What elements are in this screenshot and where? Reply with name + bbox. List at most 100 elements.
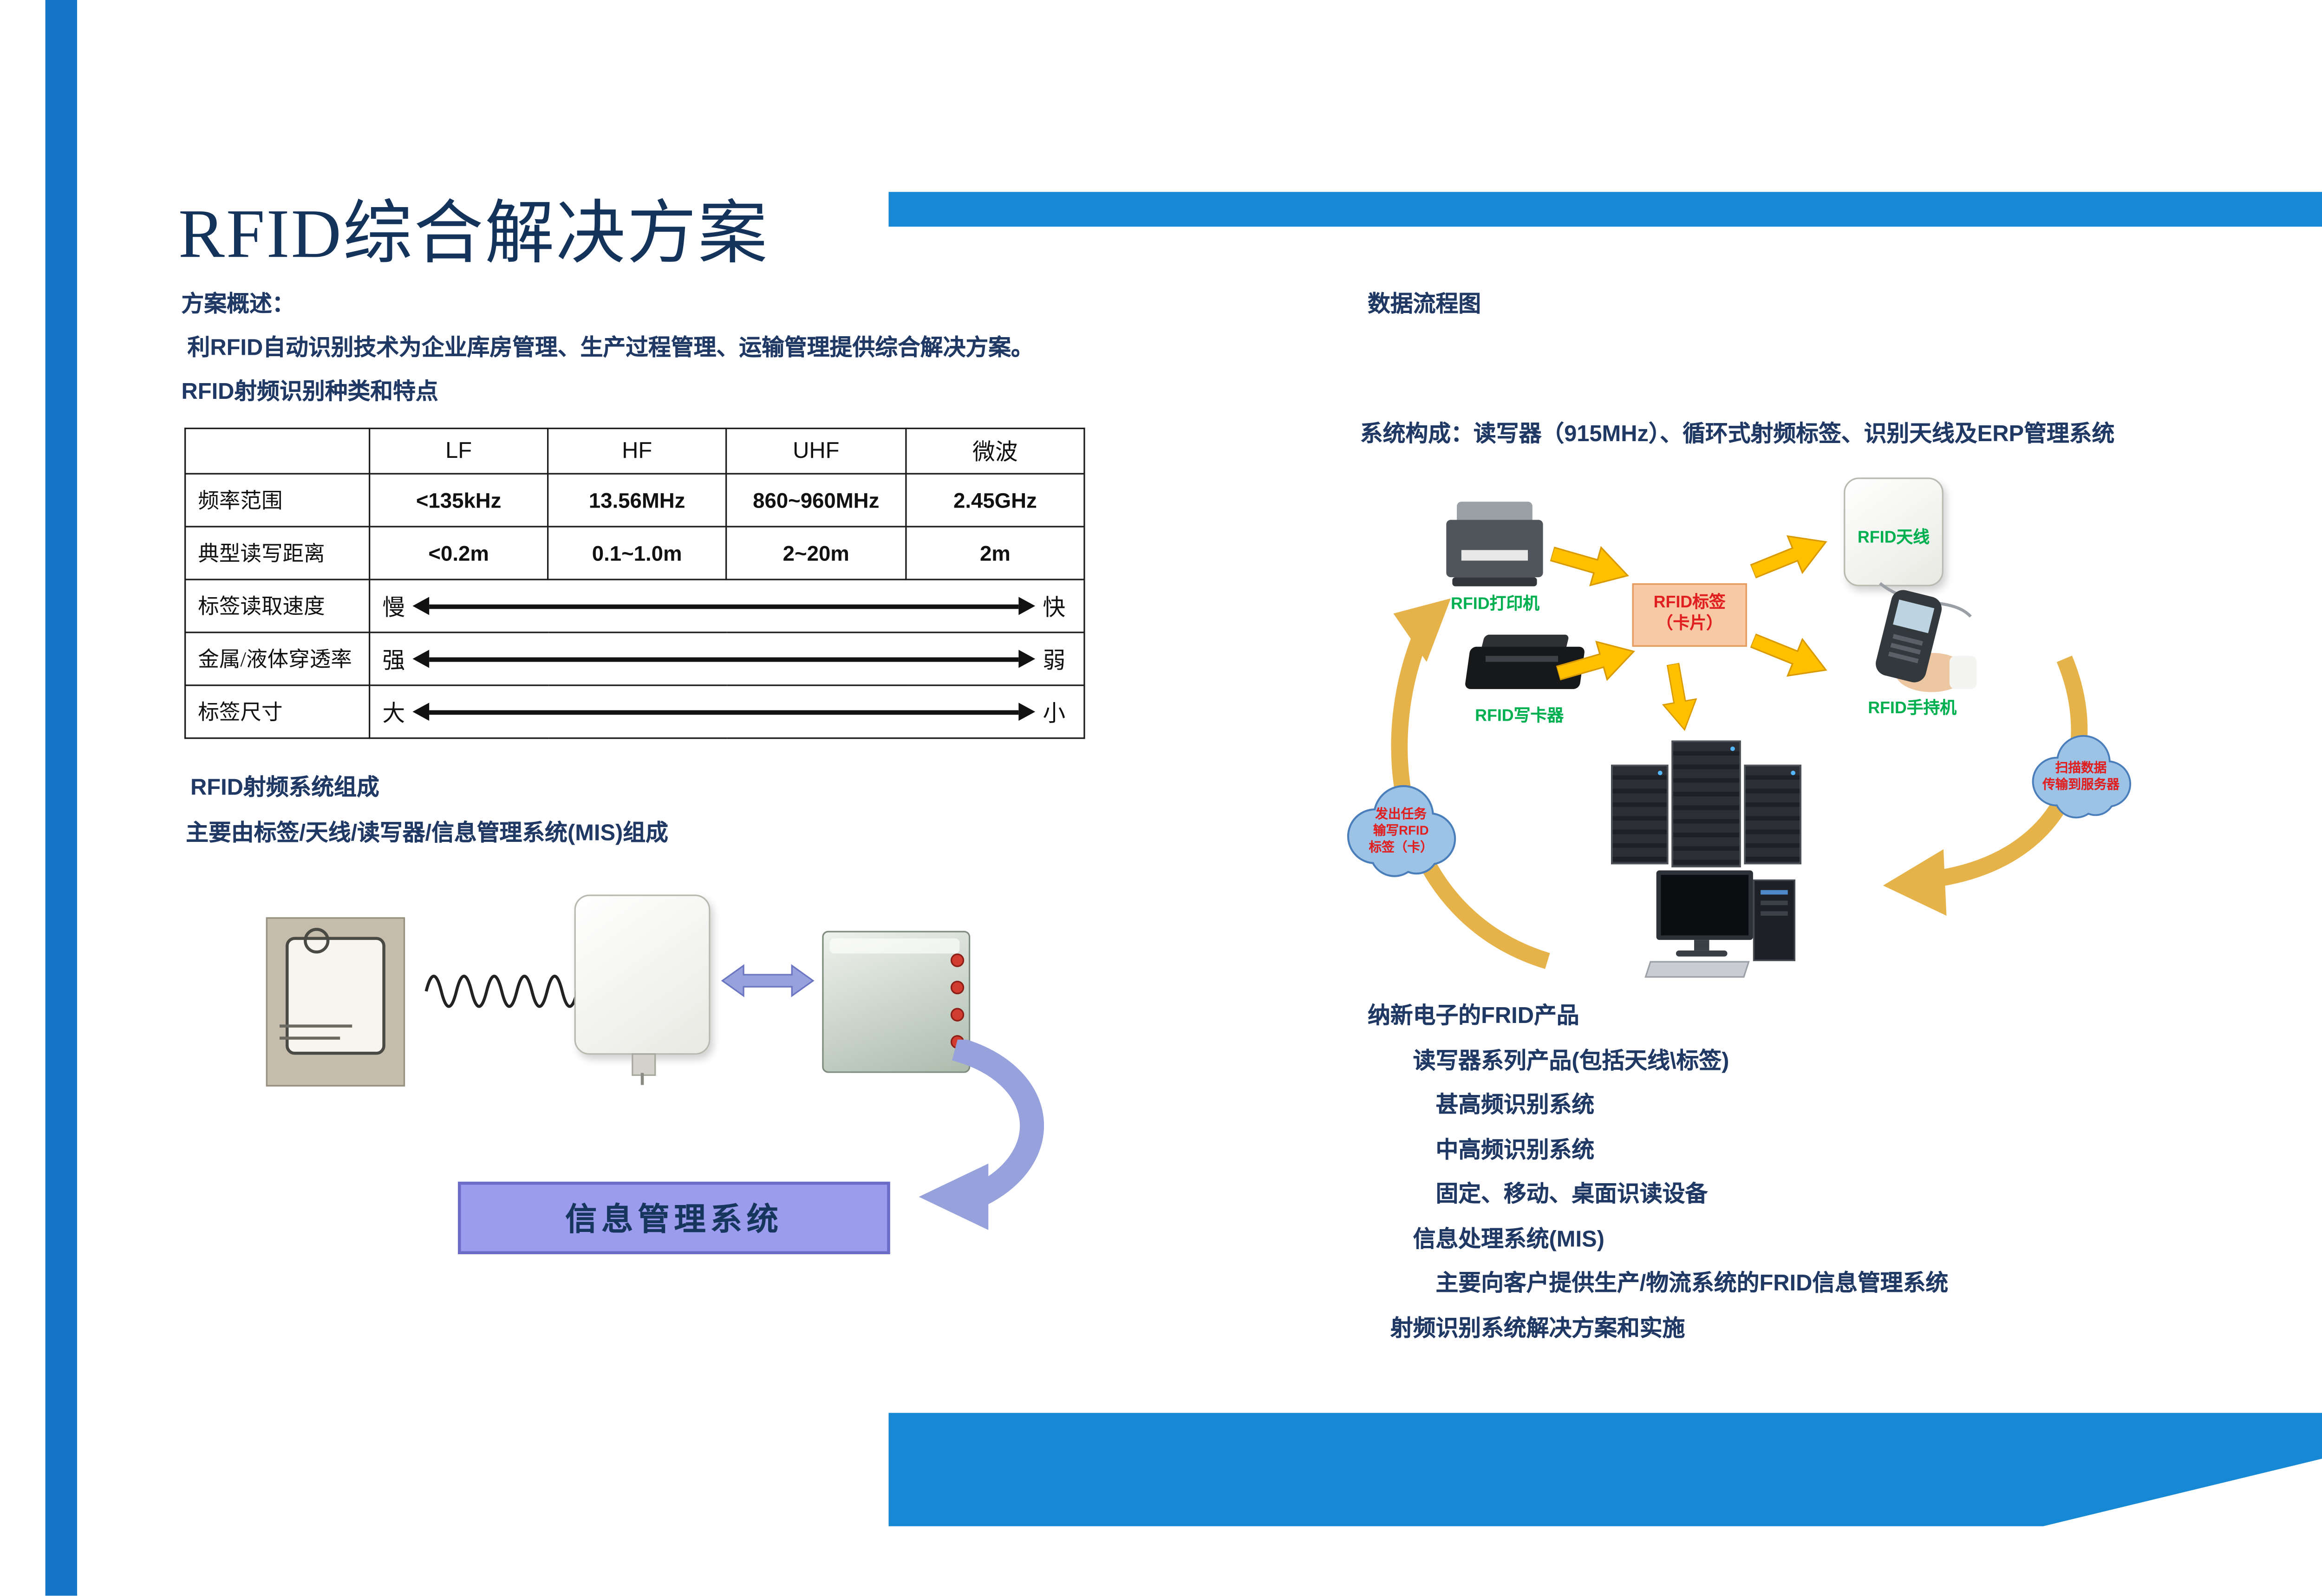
table-row: 标签读取速度 慢 快: [184, 579, 1085, 633]
antenna-port: [950, 1008, 965, 1022]
flow-arrow-tag-to-antenna: [1749, 535, 1827, 579]
tag-box-line2: （卡片）: [1656, 615, 1723, 633]
flow-arrow-writer-to-tag: [1555, 640, 1635, 681]
tag-detail-line: [280, 1024, 352, 1028]
tag-inlay-shape: [286, 937, 385, 1055]
keyboard: [1644, 961, 1750, 978]
row-label: 标签尺寸: [184, 684, 371, 739]
table-cell: 860~960MHz: [725, 473, 907, 528]
table-row: 频率范围 <135kHz 13.56MHz 860~960MHz 2.45GHz: [184, 473, 1085, 528]
flow-arrow-printer-to-tag: [1549, 546, 1629, 586]
table-header-row: LF HF UHF 微波: [184, 427, 1085, 475]
sleeve-shape: [1949, 656, 1977, 689]
printer-paper-slot: [1461, 550, 1528, 561]
table-cell: 2~20m: [725, 526, 907, 580]
table-cell: 大 小: [369, 684, 1085, 739]
cloud-scan-callout: 扫描数据 传输到服务器: [2019, 729, 2143, 825]
mis-box-label: 信息管理系统: [565, 1201, 783, 1238]
page-title: RFID综合解决方案: [178, 195, 769, 272]
server-tower: [1744, 764, 1802, 865]
flow-title: 数据流程图: [1368, 292, 1481, 318]
writer-label: RFID写卡器: [1475, 707, 1564, 726]
table-cell: 0.1~1.0m: [547, 526, 727, 580]
curved-arrow-to-mis: [919, 1039, 1044, 1230]
reader-highlight: [829, 938, 960, 954]
scale-right: 弱: [1043, 647, 1066, 673]
double-arrow-icon: [412, 649, 1035, 667]
cloud-shape: [2032, 735, 2132, 819]
tag-detail-line: [280, 1036, 340, 1040]
flow-arrow-tag-to-server: [1662, 662, 1697, 731]
product-line: 读写器系列产品(包括天线\标签): [1413, 1048, 1729, 1074]
writer-slot: [1485, 656, 1559, 662]
antenna-connector: [640, 1073, 644, 1085]
rfid-printer-device: [1446, 502, 1543, 589]
server-tower: [1611, 764, 1669, 865]
tag-box-line1: RFID标签: [1653, 593, 1726, 612]
scale-left: 强: [382, 647, 405, 673]
table-row: 典型读写距离 <0.2m 0.1~1.0m 2~20m 2m: [184, 526, 1085, 580]
rfid-frequency-table: LF HF UHF 微波 频率范围 <135kHz 13.56MHz 860~9…: [184, 427, 1085, 739]
table-cell: 13.56MHz: [547, 473, 727, 528]
antenna-mount: [632, 1053, 656, 1076]
top-accent-bar: [888, 192, 2322, 227]
rfid-antenna-panel: RFID天线: [1844, 477, 1944, 586]
workstation-computer: [1644, 870, 1756, 978]
cloud-left-text: 发出任务 输写RFID 标签（卡）: [1369, 806, 1433, 855]
left-right-arrow-icon: [721, 964, 815, 997]
table-row: 标签尺寸 大 小: [184, 684, 1085, 739]
table-cell: 2m: [905, 526, 1085, 580]
cloud-shape: [1347, 785, 1456, 877]
row-label: 典型读写距离: [184, 526, 371, 580]
handheld-screen: [1893, 599, 1935, 633]
product-list: 纳新电子的FRID产品 读写器系列产品(包括天线\标签) 甚高频识别系统 中高频…: [1368, 994, 2214, 1351]
table-cell: 强 弱: [369, 632, 1085, 686]
flow-arrow-tag-to-handheld: [1749, 633, 1827, 677]
cloud-task-callout: 发出任务 输写RFID 标签（卡）: [1336, 777, 1466, 886]
table-cell: <135kHz: [369, 473, 549, 528]
printer-base: [1452, 577, 1537, 586]
product-line: 纳新电子的FRID产品: [1368, 1003, 1579, 1029]
monitor-base: [1676, 950, 1728, 957]
monitor-screen: [1656, 870, 1753, 940]
rfid-tag-photo: [266, 917, 405, 1087]
product-line: 信息处理系统(MIS): [1413, 1226, 1605, 1252]
antenna-port: [950, 953, 965, 967]
desktop-tower: [1753, 879, 1795, 961]
server-tower: [1671, 740, 1741, 867]
product-line: 固定、移动、桌面识读设备: [1435, 1181, 1708, 1208]
monitor-stand: [1694, 940, 1709, 951]
printer-body: [1446, 520, 1543, 578]
overview-text: 利RFID自动识别技术为企业库房管理、生产过程管理、运输管理提供综合解决方案。: [187, 335, 1034, 361]
handheld-label: RFID手持机: [1868, 699, 1957, 718]
left-accent-stripe: [45, 0, 77, 1596]
server-rack-group: [1611, 740, 1807, 871]
table-cell: 慢 快: [369, 579, 1085, 633]
antenna-label: RFID天线: [1857, 528, 1930, 547]
mis-box: 信息管理系统: [458, 1181, 890, 1254]
rfid-tag-card-box: RFID标签 （卡片）: [1632, 583, 1747, 647]
system-heading: RFID射频系统组成: [190, 775, 379, 801]
row-label: 金属/液体穿透率: [184, 632, 371, 686]
table-cell: 2.45GHz: [905, 473, 1085, 528]
table-header-cell: UHF: [725, 427, 907, 475]
table-intro: RFID射频识别种类和特点: [181, 379, 438, 405]
antenna-panel: [574, 894, 711, 1085]
rfid-reader-device: [822, 931, 971, 1073]
double-arrow-icon: [412, 596, 1035, 614]
printer-label: RFID打印机: [1451, 595, 1539, 614]
bottom-accent-band: [888, 1413, 2322, 1526]
system-composition-line: 系统构成：读写器（915MHz）、循环式射频标签、识别天线及ERP管理系统: [1360, 421, 2115, 448]
product-line: 甚高频识别系统: [1435, 1092, 1595, 1119]
cloud-right-text: 扫描数据 传输到服务器: [2042, 760, 2120, 792]
double-arrow-icon: [412, 702, 1035, 720]
antenna-port: [950, 980, 965, 995]
rfid-card-writer-device: [1464, 632, 1585, 698]
overview-label: 方案概述：: [181, 292, 295, 318]
system-text: 主要由标签/天线/读写器/信息管理系统(MIS)组成: [186, 821, 668, 847]
tag-coil-icon: [304, 928, 330, 954]
scale-right: 小: [1043, 700, 1066, 726]
row-label: 频率范围: [184, 473, 371, 528]
product-line: 主要向客户提供生产/物流系统的FRID信息管理系统: [1435, 1270, 1949, 1297]
